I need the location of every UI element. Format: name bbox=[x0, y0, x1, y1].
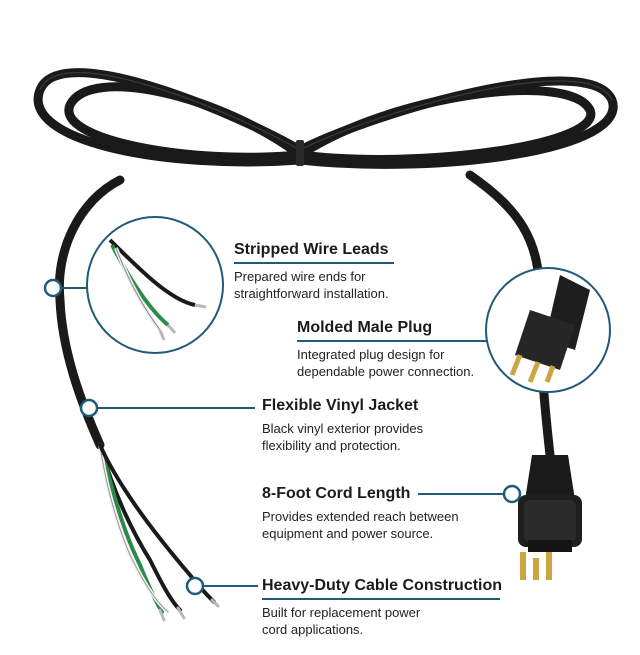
feature-title: Heavy-Duty Cable Construction bbox=[262, 577, 503, 594]
feature-title: 8-Foot Cord Length bbox=[262, 485, 411, 502]
title-underline bbox=[297, 340, 487, 342]
callout-flexible-vinyl-jacket: Flexible Vinyl Jacket Black vinyl exteri… bbox=[262, 396, 447, 454]
feature-title: Flexible Vinyl Jacket bbox=[262, 397, 419, 414]
callout-markers bbox=[43, 278, 522, 596]
feature-title: Molded Male Plug bbox=[297, 319, 433, 336]
callout-heavy-duty-cable-construction: Heavy-Duty Cable Construction Built for … bbox=[262, 576, 507, 638]
zoom-molded-plug bbox=[485, 267, 611, 393]
feature-description: Built for replacement power cord applica… bbox=[262, 605, 421, 637]
title-underline bbox=[234, 262, 394, 264]
title-underline bbox=[262, 598, 500, 600]
cable-tie bbox=[296, 140, 304, 166]
feature-title: Stripped Wire Leads bbox=[234, 241, 389, 258]
feature-description: Provides extended reach between equipmen… bbox=[262, 509, 459, 541]
callout-connectors bbox=[60, 287, 505, 587]
molded-plug-large bbox=[518, 455, 582, 580]
exposed-wires bbox=[98, 443, 216, 614]
cord-coil bbox=[33, 68, 618, 169]
zoom-wire-leads bbox=[86, 216, 224, 354]
feature-description: Prepared wire ends for straightforward i… bbox=[234, 269, 389, 301]
feature-description: Black vinyl exterior provides flexibilit… bbox=[262, 421, 424, 453]
callout-molded-male-plug: Molded Male Plug Integrated plug design … bbox=[297, 318, 497, 380]
callout-stripped-wire-leads: Stripped Wire Leads Prepared wire ends f… bbox=[234, 240, 404, 302]
feature-description: Integrated plug design for dependable po… bbox=[297, 347, 475, 379]
callout-8-foot-cord-length: 8-Foot Cord Length Provides extended rea… bbox=[262, 484, 482, 542]
